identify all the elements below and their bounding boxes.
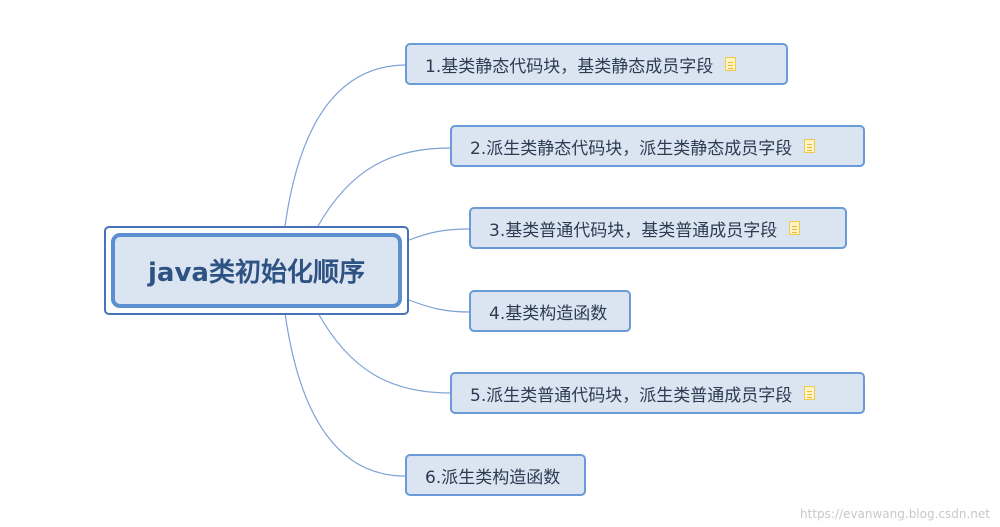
root-topic[interactable]: java类初始化顺序: [104, 226, 409, 315]
topic-label: 3.基类普通代码块，基类普通成员字段: [489, 220, 778, 241]
topic-label: 5.派生类普通代码块，派生类普通成员字段: [470, 385, 793, 406]
link-5: [317, 312, 451, 394]
topic-1[interactable]: 1.基类静态代码块，基类静态成员字段: [405, 43, 788, 85]
topic-label: 2.派生类静态代码块，派生类静态成员字段: [470, 138, 793, 159]
root-topic-label: java类初始化顺序: [148, 258, 365, 288]
note-icon[interactable]: [804, 139, 816, 153]
link-4: [408, 299, 470, 313]
topic-label: 6.派生类构造函数: [425, 467, 561, 488]
topic-5[interactable]: 5.派生类普通代码块，派生类普通成员字段: [450, 372, 865, 414]
root-topic-inner: java类初始化顺序: [111, 233, 402, 308]
topic-4[interactable]: 4.基类构造函数: [469, 290, 631, 332]
link-1: [284, 64, 406, 227]
topic-3[interactable]: 3.基类普通代码块，基类普通成员字段: [469, 207, 847, 249]
topic-6[interactable]: 6.派生类构造函数: [405, 454, 586, 496]
watermark: https://evanwang.blog.csdn.net: [800, 507, 990, 521]
note-icon[interactable]: [804, 386, 816, 400]
topic-2[interactable]: 2.派生类静态代码块，派生类静态成员字段: [450, 125, 865, 167]
topic-label: 1.基类静态代码块，基类静态成员字段: [425, 56, 714, 77]
link-3: [408, 228, 470, 241]
link-2: [317, 147, 451, 227]
topic-label: 4.基类构造函数: [489, 303, 608, 324]
link-6: [284, 312, 406, 477]
note-icon[interactable]: [789, 221, 801, 235]
note-icon[interactable]: [725, 57, 737, 71]
